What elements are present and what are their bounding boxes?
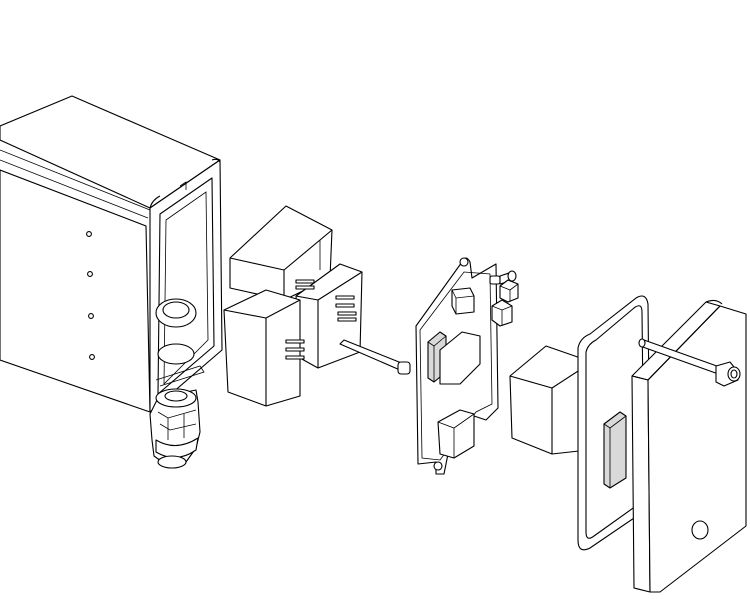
front-cover-plate <box>603 299 747 593</box>
enclosure-opening <box>157 177 215 395</box>
mounting-hole <box>87 271 93 277</box>
mounting-hole <box>88 313 94 319</box>
mounting-hole <box>89 354 95 360</box>
enclosure-box <box>0 95 223 413</box>
cover-hole <box>691 520 709 540</box>
knockout-hole <box>157 343 195 365</box>
small-cube-upper <box>499 279 519 303</box>
relay-connector-housing <box>295 263 363 369</box>
lower-relay-module <box>223 289 305 407</box>
circuit-board <box>415 257 499 475</box>
cover-pin <box>638 338 741 387</box>
connecting-rod <box>339 339 411 375</box>
enclosure-side-face <box>0 169 151 413</box>
small-cube-lower <box>491 299 513 327</box>
mounting-hole <box>86 231 92 237</box>
cable-gland <box>149 388 201 469</box>
